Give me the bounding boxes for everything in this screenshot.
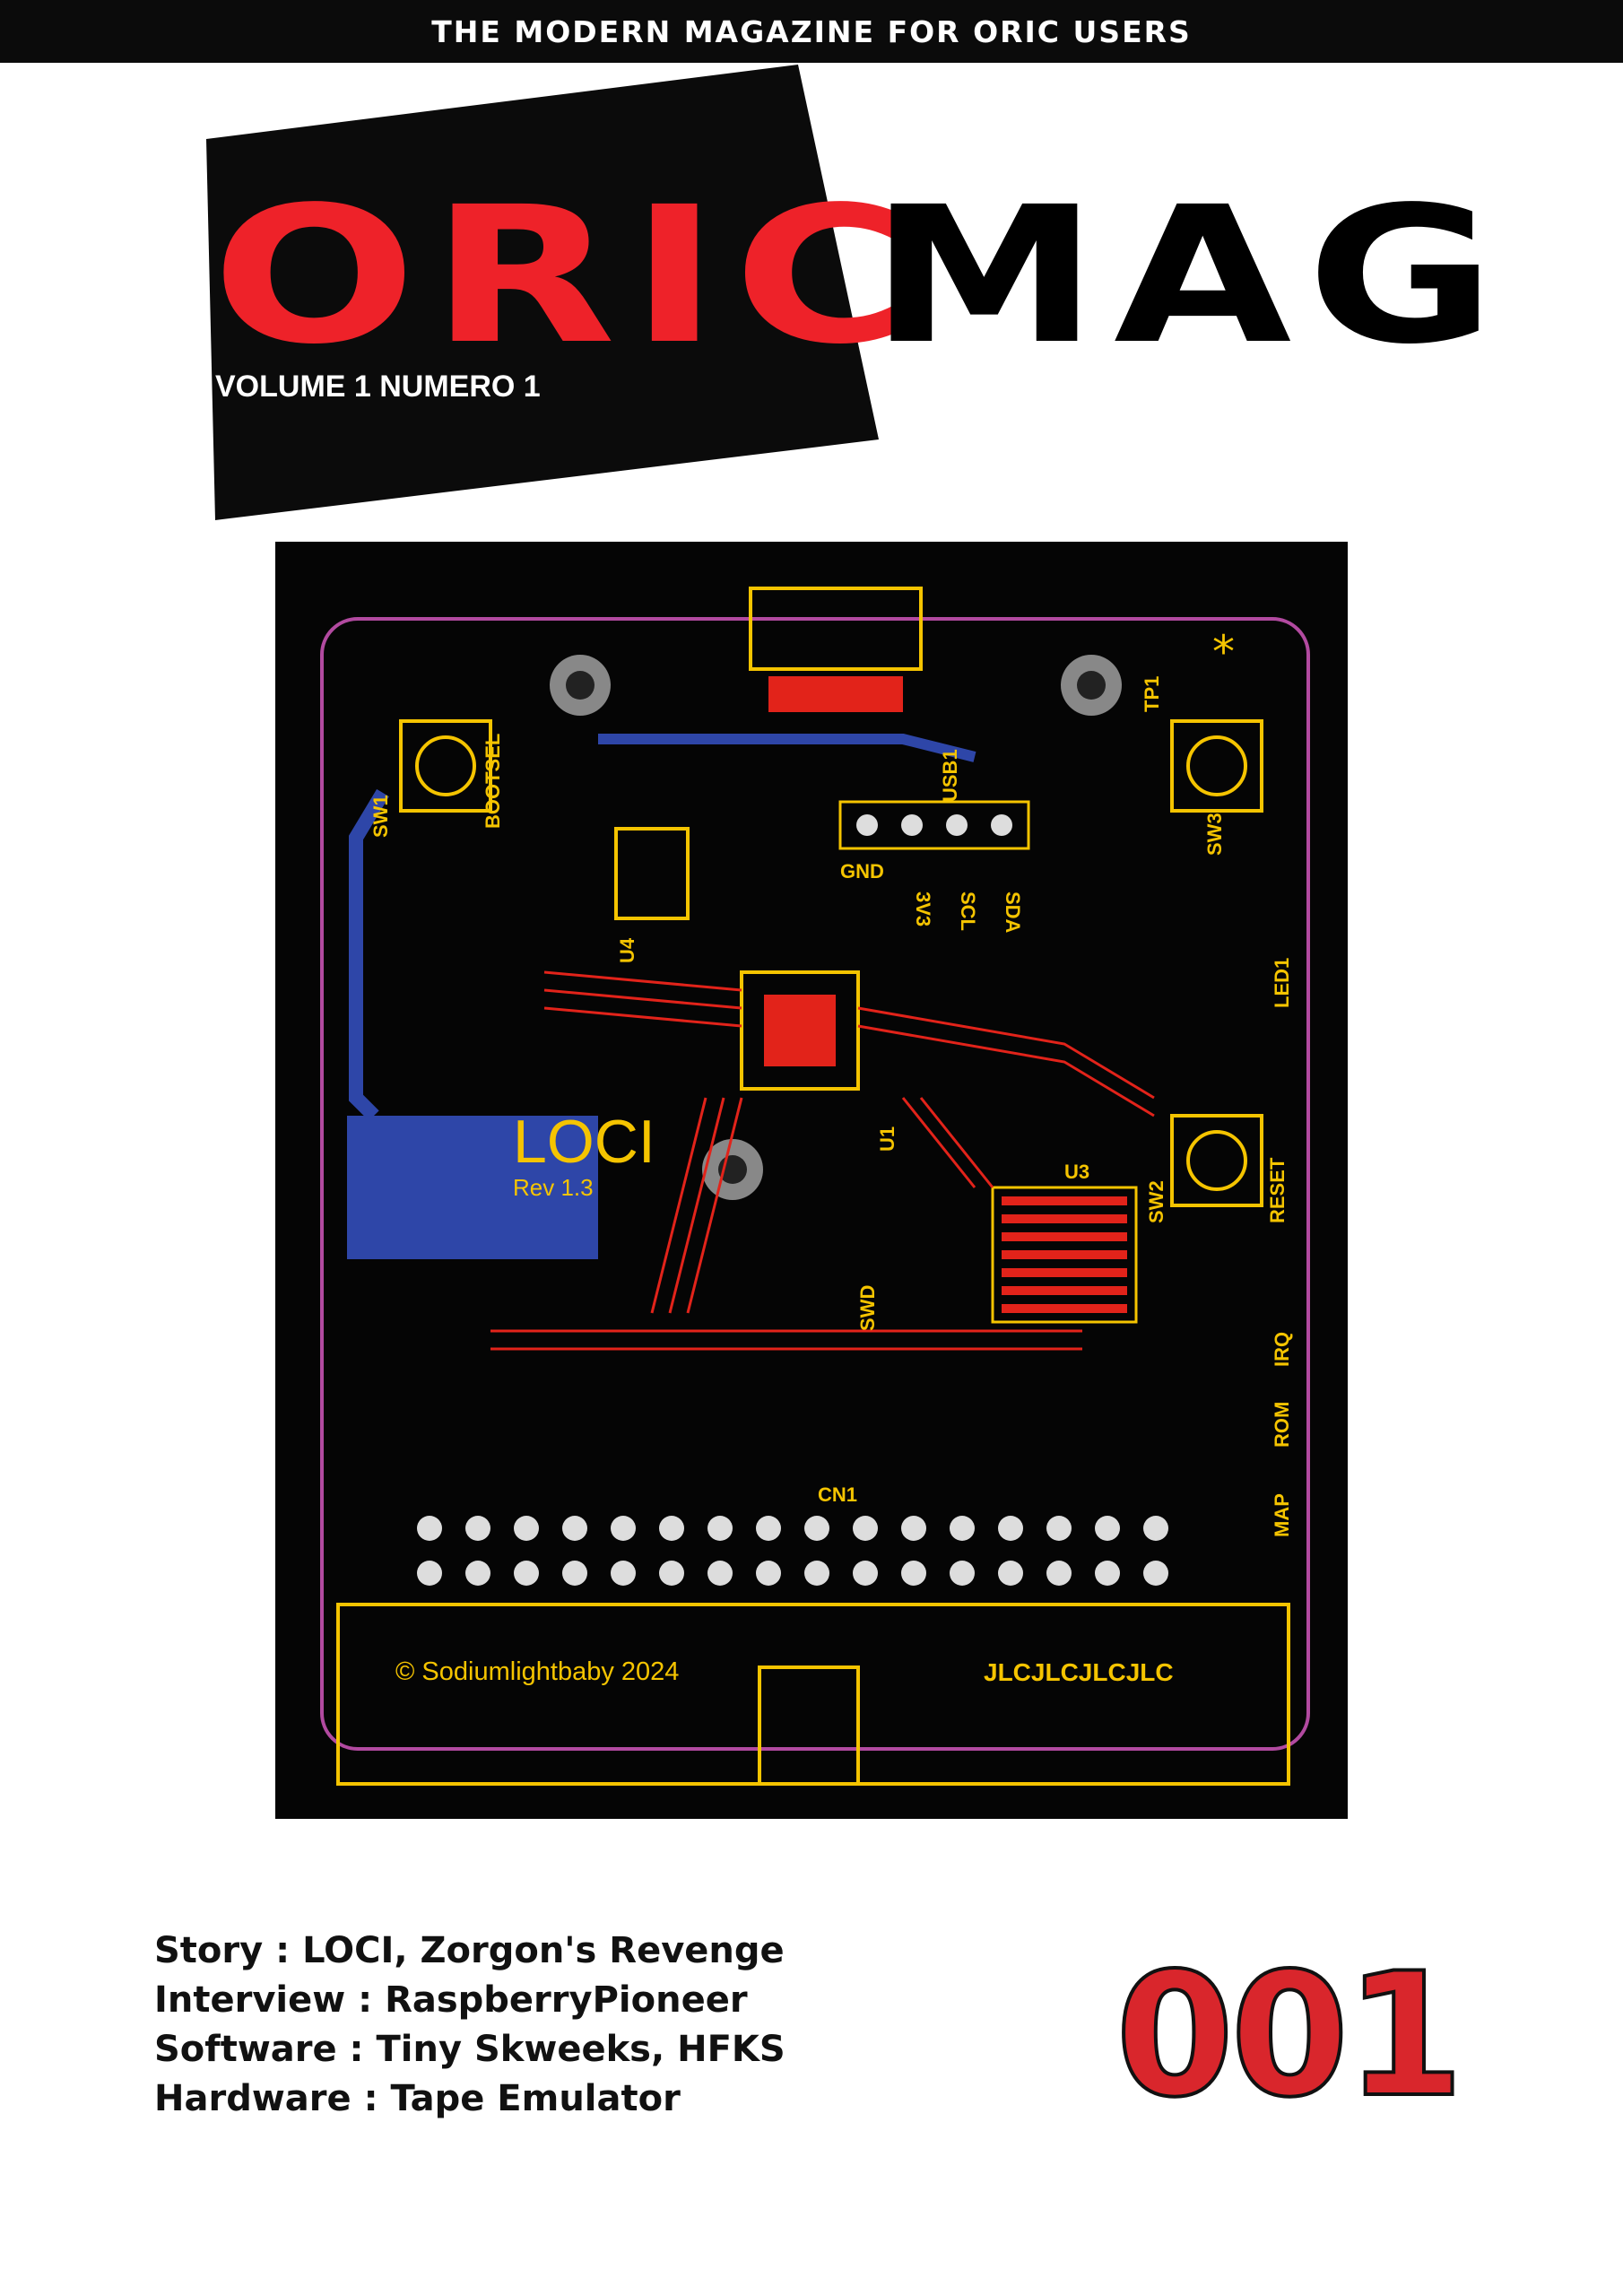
silk-sw3: SW3	[1203, 813, 1226, 856]
board-name: LOCI	[513, 1108, 655, 1176]
fab-mark: JLCJLCJLCJLC	[984, 1658, 1174, 1686]
contents-list: Story : LOCI, Zorgon's Revenge Interview…	[154, 1926, 785, 2124]
silk-gnd: GND	[840, 860, 884, 883]
contents-item-software: Software : Tiny Skweeks, HFKS	[154, 2029, 785, 2070]
contents-value: RaspberryPioneer	[385, 1979, 748, 2021]
silk-cn1: CN1	[818, 1483, 857, 1506]
cn1-pins	[417, 1516, 1168, 1586]
title-oric: ORIC	[212, 166, 924, 386]
tagline: THE MODERN MAGAZINE FOR ORIC USERS	[431, 13, 1192, 49]
silk-scl: SCL	[957, 891, 979, 931]
contents-value: Tape Emulator	[390, 2078, 681, 2119]
board-revision: Rev 1.3	[513, 1174, 594, 1201]
silk-u3: U3	[1064, 1161, 1089, 1183]
contents-label: Software	[154, 2029, 337, 2070]
board-copyright: © Sodiumlightbaby 2024	[395, 1657, 680, 1686]
silk-reset: RESET	[1266, 1157, 1289, 1223]
silk-led1: LED1	[1271, 958, 1293, 1008]
silk-map: MAP	[1271, 1493, 1293, 1537]
issue-number: 001	[1114, 1936, 1466, 2135]
contents-label: Interview	[154, 1979, 346, 2021]
top-banner: THE MODERN MAGAZINE FOR ORIC USERS	[0, 0, 1623, 63]
volume-label: VOLUME 1 NUMERO 1	[215, 370, 541, 404]
silk-3v3: 3V3	[912, 891, 934, 926]
silk-tp1: TP1	[1141, 676, 1163, 712]
silk-sw2: SW2	[1145, 1180, 1167, 1223]
silk-bootsel: BOOTSEL	[482, 734, 504, 829]
contents-value: LOCI, Zorgon's Revenge	[302, 1930, 785, 1971]
asterisk-icon: *	[1212, 626, 1235, 678]
contents-item-story: Story : LOCI, Zorgon's Revenge	[154, 1930, 785, 1971]
contents-label: Story	[154, 1930, 264, 1971]
silk-sw1: SW1	[369, 795, 392, 838]
silk-sda: SDA	[1002, 891, 1024, 934]
cover-pcb-image: BOOTSEL SW1 SW3 SW2 RESET TP1 LED1 USB1 …	[275, 542, 1348, 1819]
contents-item-interview: Interview : RaspberryPioneer	[154, 1979, 748, 2021]
pcb-artwork: BOOTSEL SW1 SW3 SW2 RESET TP1 LED1 USB1 …	[320, 587, 1310, 1786]
contents-item-hardware: Hardware : Tape Emulator	[154, 2078, 681, 2119]
silk-irq: IRQ	[1271, 1332, 1293, 1367]
silk-rom: ROM	[1271, 1402, 1293, 1448]
title-mag: MAG	[870, 166, 1511, 386]
silk-usb1: USB1	[939, 749, 961, 802]
contents-label: Hardware	[154, 2078, 352, 2119]
silk-u4: U4	[616, 937, 638, 963]
silk-u1: U1	[876, 1126, 898, 1152]
masthead-black-shape	[206, 65, 879, 520]
silk-swd: SWD	[856, 1285, 879, 1331]
contents-value: Tiny Skweeks, HFKS	[376, 2029, 785, 2070]
